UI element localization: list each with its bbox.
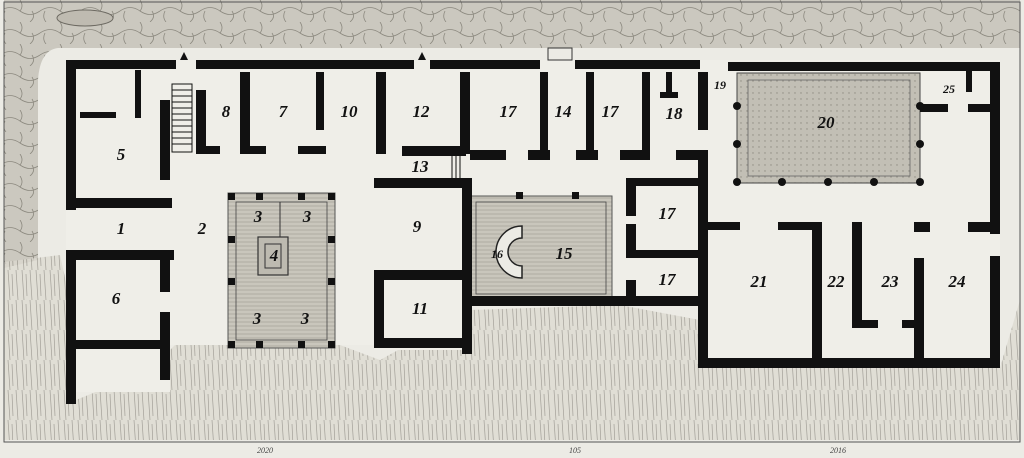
room-labels: 1 2 3 3 3 3 4 5 6 7 8 9 10 11 12 13 14 1…: [112, 78, 966, 328]
plan-frame: [3, 1, 1021, 443]
room-label-14: 14: [555, 102, 572, 121]
scale-mark-left: 2020: [257, 446, 273, 455]
room-label-6: 6: [112, 289, 121, 308]
room-label-17-b: 17: [602, 102, 621, 121]
room-label-18: 18: [666, 104, 684, 123]
room-label-3-se: 3: [300, 309, 310, 328]
room-15-inner: [475, 201, 607, 295]
garden-20: [736, 72, 921, 184]
impluvium-inner: [264, 243, 282, 269]
room-label-20: 20: [817, 113, 836, 132]
room-label-8: 8: [222, 102, 231, 121]
garden-20-inner: [747, 79, 911, 177]
atrium-columns: [228, 192, 579, 348]
atrium-inner: [235, 201, 328, 341]
impluvium: [257, 236, 289, 276]
room-label-11: 11: [412, 299, 428, 318]
room-label-23: 23: [881, 272, 900, 291]
room-label-17-d: 17: [659, 270, 678, 289]
facade-marker-1: [180, 52, 188, 60]
room-label-15: 15: [556, 244, 574, 263]
room-label-10: 10: [341, 102, 359, 121]
street-pavement: [4, 0, 1020, 48]
street-stone: [56, 9, 114, 27]
scale-mark-center: 105: [569, 446, 581, 455]
room-label-16: 16: [491, 247, 503, 261]
room-label-1: 1: [117, 219, 126, 238]
room-label-3-nw: 3: [253, 207, 263, 226]
scale-mark-right: 2016: [830, 446, 846, 455]
scale-marks: 2020 105 2016: [257, 446, 846, 455]
room-label-9: 9: [413, 217, 422, 236]
room-label-17-c: 17: [659, 204, 678, 223]
room-label-19: 19: [714, 78, 726, 92]
west-pavement: [4, 48, 58, 268]
room-label-3-ne: 3: [302, 207, 312, 226]
rubble-ground: [4, 255, 1020, 440]
walls: [66, 60, 1000, 404]
peristyle-columns: [733, 102, 924, 186]
room-label-12: 12: [413, 102, 431, 121]
room-label-17-a: 17: [500, 102, 519, 121]
room-label-21: 21: [750, 272, 768, 291]
room-label-24: 24: [948, 272, 966, 291]
staircase: [171, 83, 193, 153]
room-label-2: 2: [197, 219, 207, 238]
room-label-7: 7: [279, 102, 289, 121]
facade-marker-2: [418, 52, 426, 60]
exedra-16: [495, 225, 523, 279]
room-label-5: 5: [117, 145, 126, 164]
room-label-4: 4: [269, 246, 279, 265]
room-label-22: 22: [827, 272, 846, 291]
room-label-25: 25: [942, 82, 955, 96]
room-label-13: 13: [412, 157, 430, 176]
steps-13: [451, 156, 461, 178]
room-label-3-sw: 3: [252, 309, 262, 328]
entrance-threshold: [547, 47, 573, 61]
